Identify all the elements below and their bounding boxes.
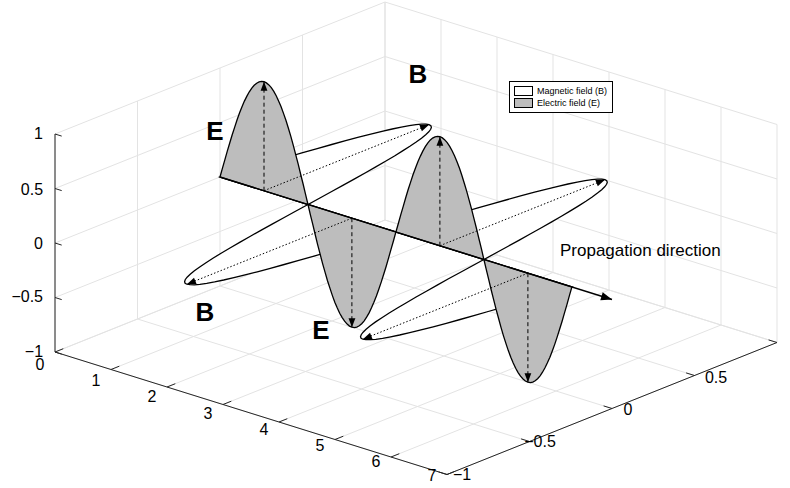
tick-label: 6 — [372, 454, 381, 470]
grid-line — [385, 2, 386, 220]
tick-mark — [55, 243, 62, 245]
legend-row: Electric field (E) — [514, 97, 607, 109]
field-label: E — [206, 118, 223, 144]
tick-label: 0.5 — [21, 182, 43, 198]
tick-mark — [55, 189, 62, 191]
arrow-head — [261, 82, 268, 91]
arrow-head — [600, 292, 612, 300]
tick-label: 3 — [204, 406, 213, 422]
electric-lobe — [220, 81, 308, 204]
tick-mark — [55, 349, 63, 352]
arrow-head — [349, 318, 356, 327]
tick-mark — [604, 406, 612, 409]
tick-label: 0 — [36, 357, 45, 373]
tick-label: 0 — [624, 402, 633, 418]
field-label: E — [312, 317, 329, 343]
electric-lobe — [308, 205, 396, 328]
tick-label: 4 — [260, 422, 269, 438]
arrow-head — [419, 125, 429, 132]
tick-mark — [769, 340, 777, 343]
arrow-head — [525, 373, 532, 382]
tick-mark — [55, 352, 62, 354]
tick-label: 1 — [34, 126, 43, 142]
tick-mark — [55, 134, 62, 136]
legend-text: Electric field (E) — [537, 98, 600, 108]
tick-label: 1 — [92, 373, 101, 389]
field-label: B — [196, 299, 215, 325]
tick-label: 5 — [316, 438, 325, 454]
x-axis — [55, 352, 447, 475]
electric-vector — [527, 273, 528, 382]
arrow-head — [187, 278, 197, 285]
electric-vector — [439, 137, 440, 246]
tick-mark — [439, 472, 447, 475]
grid-line — [385, 2, 777, 125]
legend-swatch — [514, 98, 533, 108]
tick-mark — [167, 384, 175, 387]
legend-box: Magnetic field (B) Electric field (E) — [509, 81, 613, 113]
legend-swatch — [514, 86, 533, 96]
grid-line — [385, 2, 386, 220]
grid-line — [55, 2, 385, 134]
tick-label: −0.5 — [11, 289, 43, 305]
arrow-head — [437, 137, 444, 146]
magnetic-vector — [187, 218, 352, 284]
field-label: B — [409, 61, 428, 87]
arrow-head — [595, 180, 605, 187]
electric-vector — [351, 218, 352, 327]
direction-label: Propagation direction — [560, 242, 721, 259]
y-axis — [447, 343, 777, 475]
electric-lobe — [396, 136, 484, 259]
magnetic-vector — [440, 180, 605, 246]
grid-line — [138, 319, 530, 442]
tick-label: −1 — [453, 467, 471, 483]
tick-mark — [55, 298, 62, 300]
electric-vector — [264, 82, 265, 191]
grid-line — [55, 352, 447, 475]
tick-mark — [335, 436, 343, 439]
tick-mark — [686, 373, 694, 376]
legend-row: Magnetic field (B) — [514, 85, 607, 97]
tick-mark — [111, 366, 119, 369]
tick-label: 7 — [428, 468, 437, 484]
tick-mark — [223, 401, 231, 404]
grid-line — [447, 343, 777, 475]
tick-label: 0.5 — [705, 370, 727, 386]
tick-mark — [279, 419, 287, 422]
tick-label: −0.5 — [524, 434, 556, 450]
arrow-head — [363, 333, 373, 340]
electric-lobe — [484, 260, 572, 383]
magnetic-vector — [264, 125, 429, 191]
magnetic-vector — [363, 273, 528, 339]
tick-mark — [391, 454, 399, 457]
tick-label: 0 — [34, 236, 43, 252]
propagation-axis — [220, 177, 612, 300]
legend-text: Magnetic field (B) — [537, 86, 607, 96]
tick-label: 2 — [148, 389, 157, 405]
